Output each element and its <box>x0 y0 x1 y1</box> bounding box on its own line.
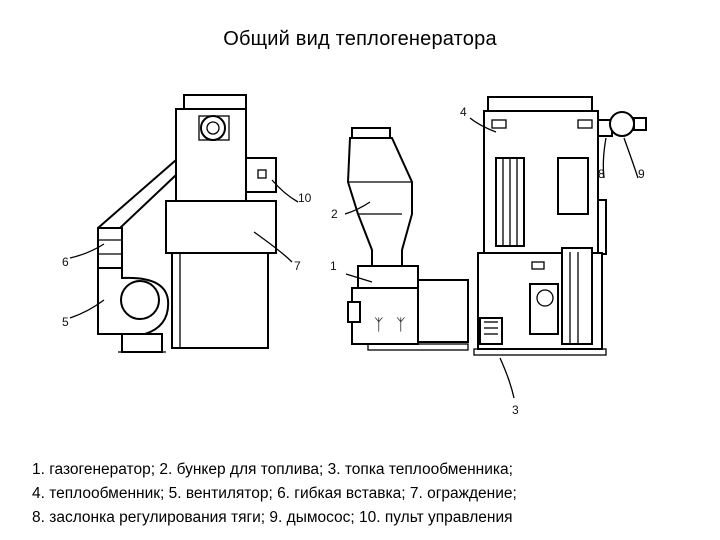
flame-mark-icon: ᛉ <box>396 315 406 334</box>
callout-8: 8 <box>598 167 605 181</box>
diagram-title: Общий вид теплогенератора <box>223 28 497 50</box>
callout-2: 2 <box>331 207 338 221</box>
caption-line: 4. теплообменник; 5. вентилятор; 6. гибк… <box>32 485 517 502</box>
callout-7: 7 <box>294 259 301 273</box>
caption-line: 1. газогенератор; 2. бункер для топлива;… <box>32 461 513 478</box>
callout-9: 9 <box>638 167 645 181</box>
right-side-view <box>473 96 647 356</box>
middle-front-view: ᛉ ᛉ <box>346 127 469 351</box>
heat-generator-drawing: ᛉ ᛉ <box>62 94 647 417</box>
callout-4: 4 <box>460 105 467 119</box>
callout-labels: 1 2 3 4 5 6 7 8 9 10 <box>62 105 645 417</box>
callout-3: 3 <box>512 403 519 417</box>
callout-leaders <box>69 117 639 399</box>
caption-line: 8. заслонка регулирования тяги; 9. дымос… <box>32 509 513 526</box>
callout-10: 10 <box>298 191 312 205</box>
left-side-view <box>97 94 277 353</box>
legend-caption: 1. газогенератор; 2. бункер для топлива;… <box>32 458 702 530</box>
flame-mark-icon: ᛉ <box>374 315 384 334</box>
callout-1: 1 <box>330 259 337 273</box>
callout-6: 6 <box>62 255 69 269</box>
callout-5: 5 <box>62 315 69 329</box>
